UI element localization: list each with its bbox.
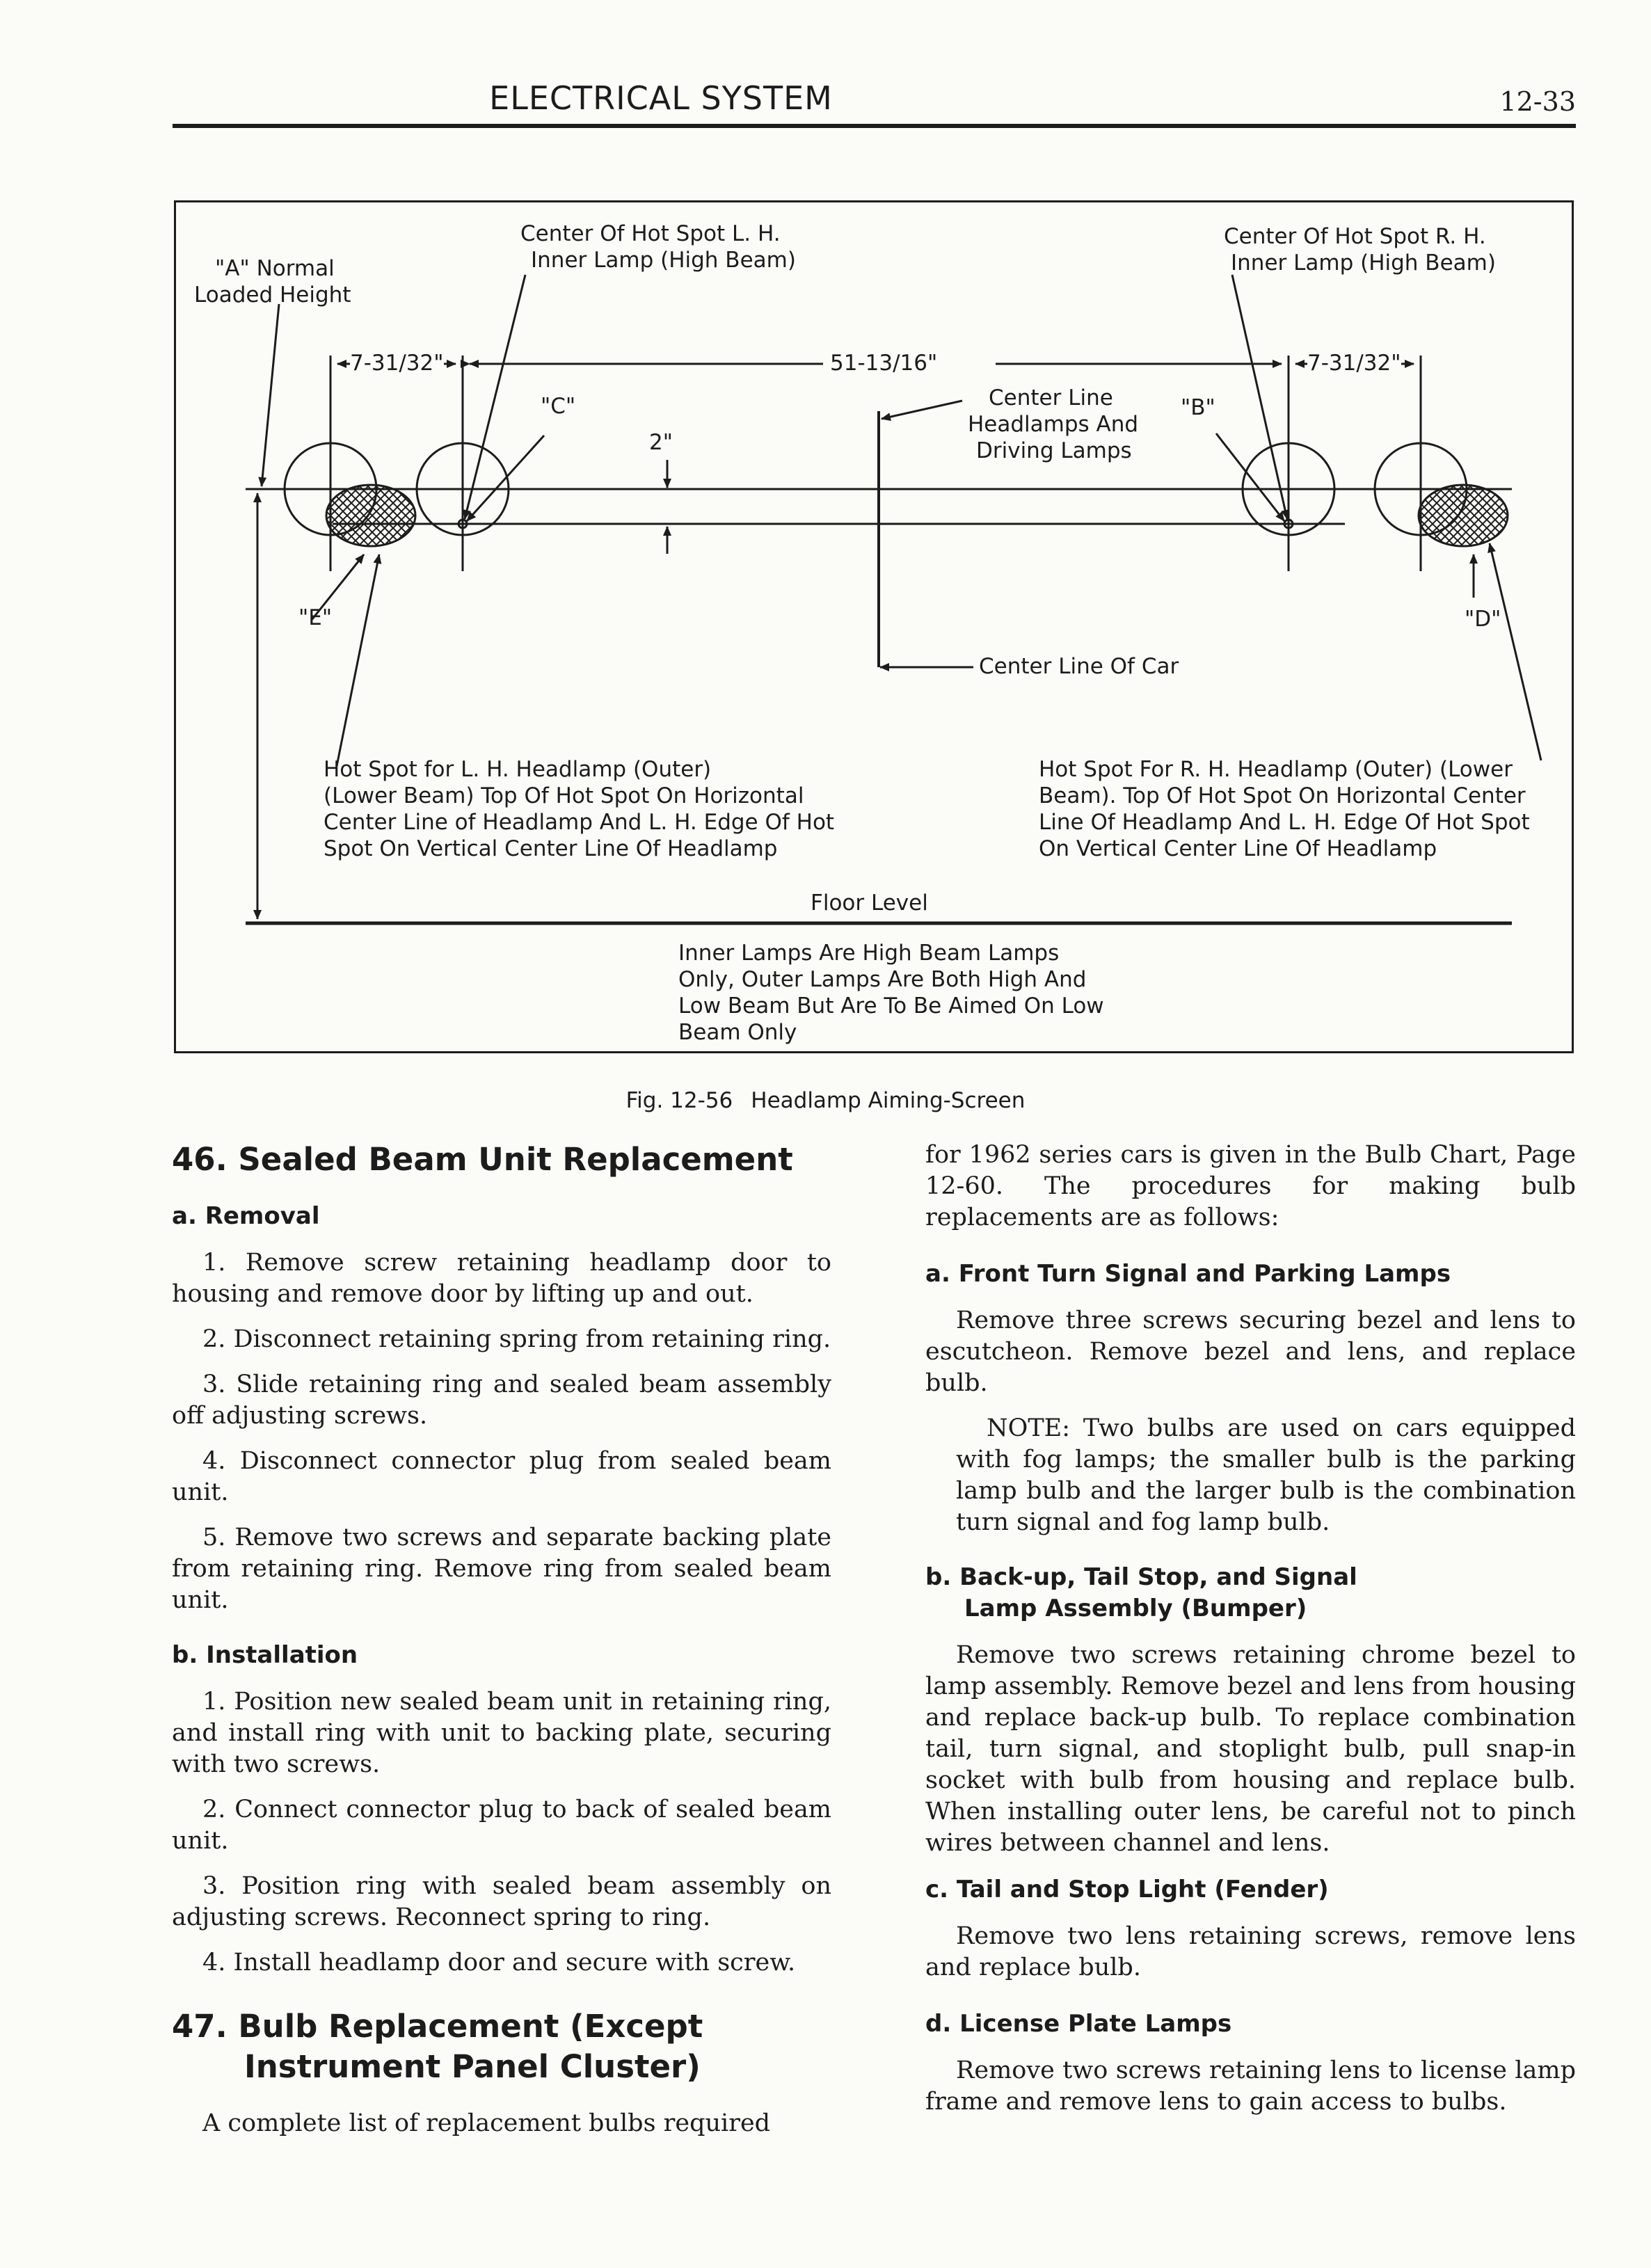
removal-step: 2. Disconnect retaining spring from reta… [202, 1325, 831, 1353]
dimension-right: 7-31/32" [1307, 350, 1401, 377]
removal-step: 1. Remove screw retaining headlamp door … [172, 1249, 831, 1308]
label-inner-lamps-2: Only, Outer Lamps Are Both High And [678, 967, 1087, 992]
back-up-lamp-heading-line2: Lamp Assembly (Bumper) [964, 1595, 1307, 1622]
label-inner-lamps-3: Low Beam But Are To Be Aimed On Low [678, 993, 1104, 1019]
section-47-intro: A complete list of replacement bulbs req… [202, 2109, 771, 2137]
left-column: 46. Sealed Beam Unit Replacement a. Remo… [172, 1140, 831, 2153]
label-hot-spot-lh-1: Hot Spot for L. H. Headlamp (Outer) [324, 757, 712, 782]
section-47-intro-continued: for 1962 series cars is given in the Bul… [925, 1141, 1576, 1231]
label-center-hot-spot-rh-1: Center Of Hot Spot R. H. [1224, 224, 1486, 249]
figure-caption: Fig. 12-56 Headlamp Aiming-Screen [0, 1088, 1651, 1113]
label-inner-lamps-4: Beam Only [678, 1020, 797, 1045]
figure-number: Fig. 12-56 [625, 1088, 733, 1113]
tail-stop-light-text: Remove two lens retaining screws, remove… [925, 1922, 1576, 1981]
header-rule [173, 124, 1576, 128]
label-e: "E" [298, 605, 333, 630]
label-center-hot-spot-lh-2: Inner Lamp (High Beam) [531, 248, 796, 273]
label-normal-height-2: Loaded Height [194, 282, 351, 308]
label-center-hot-spot-lh-1: Center Of Hot Spot L. H. [520, 221, 781, 246]
label-hot-spot-lh-4: Spot On Vertical Center Line Of Headlamp [324, 836, 778, 861]
front-turn-signal-text: Remove three screws securing bezel and l… [925, 1307, 1576, 1397]
label-floor-level: Floor Level [811, 891, 928, 916]
label-center-line-car: Center Line Of Car [979, 654, 1179, 679]
installation-step: 3. Position ring with sealed beam assemb… [172, 1872, 831, 1931]
back-up-lamp-text: Remove two screws retaining chrome bezel… [925, 1641, 1576, 1857]
section-47-title: 47. Bulb Replacement (Except Instrument … [172, 2006, 831, 2087]
dimension-left: 7-31/32" [350, 350, 444, 377]
installation-heading: b. Installation [172, 1641, 358, 1669]
right-column: for 1962 series cars is given in the Bul… [925, 1140, 1576, 2132]
installation-step: 2. Connect connector plug to back of sea… [172, 1796, 831, 1855]
label-d: "D" [1465, 607, 1501, 632]
removal-heading: a. Removal [172, 1202, 320, 1230]
license-plate-lamps-heading: d. License Plate Lamps [925, 2010, 1232, 2038]
removal-step: 4. Disconnect connector plug from sealed… [172, 1447, 831, 1506]
label-c: "C" [541, 394, 576, 419]
section-47-title-line2: Instrument Panel Cluster) [244, 2048, 701, 2085]
tail-stop-light-heading: c. Tail and Stop Light (Fender) [925, 1876, 1329, 1903]
page-header-title: ELECTRICAL SYSTEM [489, 79, 833, 117]
label-inner-lamps-1: Inner Lamps Are High Beam Lamps [678, 941, 1060, 966]
headlamp-aiming-screen-figure: Center Of Hot Spot L. H. Inner Lamp (Hig… [174, 200, 1574, 1053]
label-hot-spot-lh-2: (Lower Beam) Top Of Hot Spot On Horizont… [324, 783, 804, 808]
label-normal-height-1: "A" Normal [215, 256, 335, 281]
label-b: "B" [1181, 395, 1215, 420]
license-plate-lamps-text: Remove two screws retaining lens to lice… [925, 2057, 1576, 2116]
front-turn-signal-heading: a. Front Turn Signal and Parking Lamps [925, 1260, 1451, 1288]
fog-lamp-note: NOTE: Two bulbs are used on cars equippe… [956, 1414, 1576, 1536]
label-center-line-headlamps-1: Center Line [989, 385, 1113, 410]
label-center-line-headlamps-2: Headlamps And [968, 412, 1139, 437]
aiming-screen-diagram [246, 274, 1542, 925]
dimension-center: 51-13/16" [830, 350, 938, 377]
label-hot-spot-rh-1: Hot Spot For R. H. Headlamp (Outer) (Low… [1039, 757, 1513, 782]
removal-step: 5. Remove two screws and separate backin… [172, 1524, 831, 1614]
label-2-inch: 2" [649, 430, 673, 455]
page-number: 12-33 [1499, 86, 1576, 117]
label-hot-spot-lh-3: Center Line of Headlamp And L. H. Edge O… [324, 810, 835, 835]
back-up-lamp-heading: b. Back-up, Tail Stop, and Signal Lamp A… [925, 1562, 1576, 1624]
installation-step: 1. Position new sealed beam unit in reta… [172, 1688, 831, 1778]
label-hot-spot-rh-4: On Vertical Center Line Of Headlamp [1039, 836, 1437, 861]
section-47-title-line1: 47. Bulb Replacement (Except [172, 2008, 703, 2045]
back-up-lamp-heading-line1: b. Back-up, Tail Stop, and Signal [925, 1563, 1357, 1591]
section-46-title: 46. Sealed Beam Unit Replacement [172, 1141, 793, 1178]
rh-outer-hot-spot [1417, 484, 1509, 548]
label-center-line-headlamps-3: Driving Lamps [976, 438, 1132, 463]
label-center-hot-spot-rh-2: Inner Lamp (High Beam) [1231, 250, 1496, 275]
removal-step: 3. Slide retaining ring and sealed beam … [172, 1371, 831, 1430]
installation-step: 4. Install headlamp door and secure with… [202, 1949, 796, 1976]
lh-outer-hot-spot [325, 484, 417, 548]
label-hot-spot-rh-2: Beam). Top Of Hot Spot On Horizontal Cen… [1039, 783, 1526, 808]
label-hot-spot-rh-3: Line Of Headlamp And L. H. Edge Of Hot S… [1039, 810, 1530, 835]
figure-title: Headlamp Aiming-Screen [751, 1088, 1026, 1113]
